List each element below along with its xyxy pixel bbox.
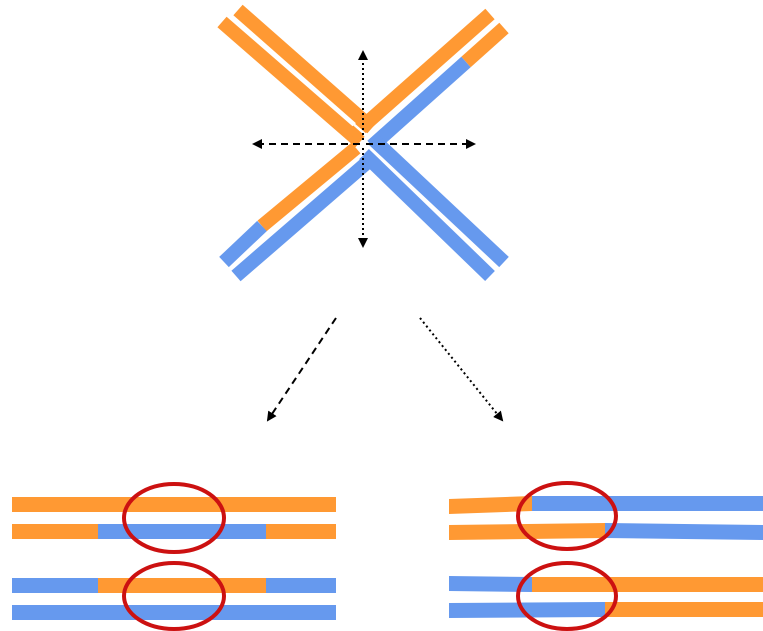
- resolution-arrow-dotted: [419, 317, 504, 422]
- strand-upper-left-inner: [233, 4, 377, 134]
- strand-lower-left-inner-blue: [231, 154, 375, 282]
- strand-gap: [365, 20, 498, 141]
- product-2-bottom-orange: [605, 602, 763, 617]
- strand-lower-left-orange: [257, 142, 361, 232]
- duplex-2-strand-top-right: [266, 578, 336, 593]
- duplex-2-strand-bottom: [12, 605, 336, 620]
- product-2-top-blue: [449, 576, 532, 592]
- non-crossover-products: [12, 482, 336, 631]
- holliday-junction: [217, 4, 509, 282]
- product-1-top-blue: [532, 496, 763, 511]
- strand-lower-right-inner: [359, 148, 495, 282]
- product-2-top-orange: [532, 577, 763, 592]
- product-1-top-orange: [449, 496, 532, 514]
- product-2-bottom-blue: [449, 602, 605, 618]
- strand-gap: [229, 15, 367, 136]
- duplex-1-strand-bottom-left: [12, 524, 98, 539]
- duplex-1-strand-bottom-patch: [98, 524, 266, 539]
- product-1-bottom-blue: [605, 523, 763, 540]
- strand-lower-right-outer: [369, 134, 509, 268]
- strand-lower-left-outer-blue: [219, 220, 267, 268]
- crossover-products: [449, 481, 763, 631]
- strand-gap: [368, 146, 498, 270]
- heteroduplex-circle-3: [516, 481, 618, 551]
- heteroduplex-circle-2: [122, 561, 226, 631]
- duplex-1-strand-bottom-right: [266, 524, 336, 539]
- product-1-bottom-orange: [449, 523, 605, 540]
- strand-upper-right-inner-blue: [367, 56, 471, 152]
- resolution-arrow-dashed: [266, 317, 337, 422]
- heteroduplex-circle-1: [122, 482, 226, 554]
- duplex-2-strand-top-left: [12, 578, 98, 593]
- heteroduplex-circle-4: [516, 561, 618, 631]
- strand-upper-right-outer-orange: [347, 8, 495, 142]
- strand-gap: [229, 153, 364, 270]
- strand-upper-left-outer: [217, 16, 365, 148]
- duplex-1-strand-top: [12, 497, 336, 512]
- strand-upper-right-inner-orange: [461, 22, 509, 68]
